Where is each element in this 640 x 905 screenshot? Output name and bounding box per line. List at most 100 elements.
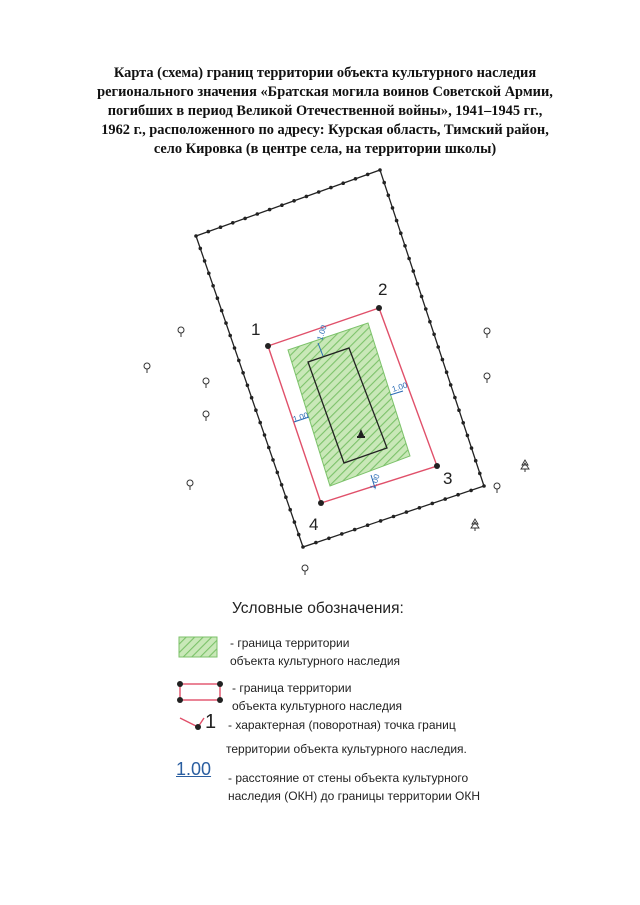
turning-point-4: [318, 500, 324, 506]
parcel-dot: [267, 207, 272, 212]
parcel-dot: [457, 408, 461, 413]
parcel-dot: [194, 234, 198, 238]
parcel-dot: [228, 333, 232, 338]
distance-tick: [317, 342, 324, 357]
parcel-dot: [255, 212, 260, 216]
parcel-dot: [296, 532, 301, 537]
parcel-dot: [206, 229, 211, 234]
legend-title: Условные обозначения:: [232, 600, 404, 617]
parcel-dot: [245, 383, 250, 388]
heritage-territory-hatch: [287, 322, 411, 487]
parcel-dot: [365, 523, 370, 527]
conifer-tree-icon: [470, 518, 480, 531]
turning-point-label: 3: [443, 469, 452, 488]
parcel-dot: [419, 294, 424, 299]
parcel-dot: [198, 246, 203, 251]
parcel-dot: [301, 545, 305, 549]
parcel-dot: [448, 383, 453, 387]
title-line: 1962 г., расположенного по адресу: Курск…: [101, 122, 549, 138]
legend-item-line: - граница территории: [230, 636, 350, 650]
map-title: Карта (схема) границ территории объекта …: [60, 64, 590, 159]
parcel-dot: [231, 221, 235, 225]
parcel-dot: [482, 484, 486, 488]
parcel-dot: [424, 307, 428, 311]
parcel-dot: [473, 458, 478, 463]
parcel-dot: [430, 501, 435, 506]
parcel-boundary-dots: [194, 168, 486, 549]
distance-label: 1.00: [368, 473, 382, 491]
legend-item-line: - расстояние от стены объекта культурног…: [228, 771, 469, 785]
parcel-dot: [391, 514, 396, 519]
parcel-dot: [444, 370, 449, 375]
title-line: село Кировка (в центре села, на территор…: [153, 141, 497, 157]
parcel-dot: [465, 433, 470, 438]
parcel-dot: [378, 519, 383, 523]
parcel-dot: [280, 203, 284, 207]
parcel-dot: [292, 520, 297, 524]
parcel-dot: [232, 346, 237, 350]
deciduous-tree-icon: [202, 377, 210, 388]
parcel-dot: [390, 206, 395, 210]
parcel-dot: [456, 492, 460, 497]
monument-outline: [307, 347, 388, 464]
deciduous-tree-icon: [143, 362, 151, 373]
legend-item: - расстояние от стены объекта культурног…: [228, 769, 480, 805]
legend-point-swatch: [179, 717, 205, 730]
turning-point-label: 2: [378, 280, 387, 299]
parcel-dot: [237, 358, 241, 363]
legend-hatch-swatch: [178, 636, 218, 658]
deciduous-tree-icon: [483, 327, 491, 338]
turning-point-label: 1: [251, 320, 260, 339]
distance-tick: [370, 474, 376, 489]
parcel-dot: [284, 495, 288, 500]
parcel-dot: [224, 321, 228, 325]
legend-point-number: 1: [205, 711, 217, 733]
deciduous-tree-icon: [186, 479, 194, 490]
legend-distance-number: 1.00: [176, 759, 212, 779]
parcel-dot: [378, 168, 382, 172]
parcel-dot: [211, 284, 215, 288]
distance-label: 1.00: [292, 410, 310, 424]
legend-item: - характерная (поворотная) точка границ …: [226, 716, 467, 758]
parcel-dot: [271, 458, 275, 462]
parcel-dot: [404, 510, 409, 514]
deciduous-tree-icon: [177, 326, 185, 337]
monument-marker-icon: [357, 429, 365, 438]
distance-tick: [389, 390, 404, 396]
parcel-dot: [478, 471, 482, 476]
parcel-dot: [341, 181, 346, 185]
parcel-dot: [411, 269, 416, 273]
turning-point-1: [265, 343, 271, 349]
title-line: регионального значения «Братская могила …: [97, 84, 553, 100]
deciduous-tree-icon: [483, 372, 491, 383]
parcel-dot: [218, 225, 223, 229]
parcel-dot: [329, 185, 333, 190]
parcel-dot: [314, 540, 318, 545]
legend-item-line: объекта культурного наследия: [232, 699, 403, 713]
parcel-dot: [415, 282, 420, 286]
parcel-dot: [202, 259, 207, 263]
parcel-dot: [440, 357, 445, 362]
parcel-dot: [243, 216, 247, 221]
parcel-dot: [461, 421, 466, 425]
parcel-dot: [258, 420, 263, 425]
title-line: Карта (схема) границ территории объекта …: [113, 65, 537, 81]
legend-item-line: - граница территории: [232, 681, 352, 695]
parcel-dot: [365, 172, 370, 177]
parcel-dot: [353, 177, 358, 181]
turning-point-3: [434, 463, 440, 469]
parcel-dot: [254, 408, 258, 413]
parcel-dot: [469, 446, 474, 450]
parcel-dot: [219, 308, 224, 313]
parcel-dot: [327, 536, 331, 541]
parcel-dot: [207, 271, 211, 276]
parcel-dot: [428, 319, 432, 324]
parcel-dot: [249, 395, 254, 400]
parcel-dot: [215, 296, 220, 301]
parcel-dot: [288, 507, 293, 512]
parcel-dot: [394, 218, 399, 223]
legend-item-line: объекта культурного наследия: [230, 654, 401, 668]
parcel-dot: [241, 371, 245, 375]
legend-item-line: наследия (ОКН) до границы территории ОКН: [228, 789, 480, 803]
parcel-dot: [432, 332, 436, 337]
